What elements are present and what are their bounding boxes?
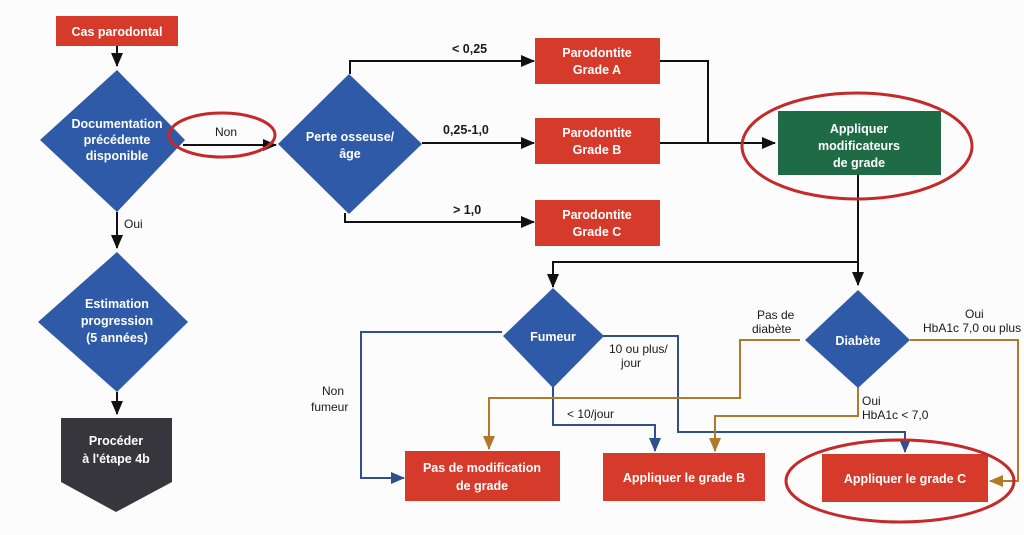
node-modificateurs-line3: de grade — [833, 156, 885, 170]
node-estimation-line3: (5 années) — [86, 331, 148, 345]
edge-diabete-grade-b — [709, 385, 859, 452]
node-grade-a-line2: Grade A — [573, 63, 621, 77]
edge-fumeur-grade-b — [552, 387, 661, 452]
node-modificateurs-line1: Appliquer — [830, 122, 888, 136]
node-grade-b-line1: Parodontite — [562, 126, 631, 140]
node-perte-line1: Perte osseuse/ — [306, 130, 395, 144]
label-pas-diabete-line1: Pas de — [757, 308, 795, 322]
node-documentation-line2: précédente — [84, 133, 151, 147]
label-oui-high-line2: HbA1c 7,0 ou plus — [923, 321, 1021, 335]
node-fumeur: Fumeur — [503, 288, 604, 388]
node-grade-a-line1: Parodontite — [562, 46, 631, 60]
label-oui-low-line2: HbA1c < 7,0 — [862, 408, 929, 422]
node-pas-modif: Pas de modification de grade — [405, 451, 560, 501]
edge-modificateurs-fumeur — [547, 261, 858, 288]
node-proceder-line1: Procéder — [89, 434, 143, 448]
node-estimation: Estimation progression (5 années) — [38, 252, 188, 392]
node-appliquer-b-label: Appliquer le grade B — [623, 471, 745, 485]
edge-diabete-pas-modif — [483, 339, 800, 450]
node-appliquer-c-label: Appliquer le grade C — [844, 472, 966, 486]
label-dix-plus-line2: jour — [620, 356, 641, 370]
node-proceder: Procéder à l'étape 4b — [61, 418, 172, 512]
highlight-ring-appliquer-c — [784, 438, 1016, 524]
node-grade-c-line1: Parodontite — [562, 208, 631, 222]
highlight-rings — [167, 91, 1016, 524]
edge-perte-grade-a — [349, 55, 535, 74]
node-proceder-line2: à l'étape 4b — [82, 452, 150, 466]
node-start: Cas parodontal — [56, 16, 178, 46]
label-non-fumeur-line1: Non — [322, 384, 344, 398]
label-oui-low-line1: Oui — [862, 394, 881, 408]
node-documentation-line1: Documentation — [72, 117, 163, 131]
node-pas-modif-line1: Pas de modification — [423, 461, 541, 475]
label-oui-high-line1: Oui — [965, 307, 984, 321]
label-non: Non — [215, 125, 237, 139]
node-documentation: Documentation précédente disponible — [40, 70, 185, 212]
label-lt-025: < 0,25 — [452, 42, 487, 56]
highlight-ring-non — [167, 111, 277, 159]
label-gt-10: > 1,0 — [453, 203, 481, 217]
node-perte: Perte osseuse/ âge — [278, 74, 422, 214]
node-estimation-line2: progression — [81, 314, 153, 328]
node-start-label: Cas parodontal — [72, 25, 163, 39]
node-appliquer-b: Appliquer le grade B — [603, 453, 765, 501]
node-diabete: Diabète — [805, 290, 910, 388]
node-grade-a: Parodontite Grade A — [535, 38, 660, 84]
label-pas-diabete-line2: diabète — [752, 322, 792, 336]
label-oui: Oui — [124, 217, 143, 231]
edge-perte-grade-c — [344, 213, 535, 228]
label-moins-dix: < 10/jour — [567, 407, 614, 421]
node-modificateurs: Appliquer modificateurs de grade — [778, 111, 941, 175]
label-range: 0,25-1,0 — [443, 123, 489, 137]
highlight-ring-modificateurs — [740, 91, 974, 201]
edge-fumeur-pas-modif — [360, 331, 502, 484]
node-diabete-label: Diabète — [835, 334, 880, 348]
node-appliquer-c: Appliquer le grade C — [822, 454, 988, 502]
node-pas-modif-line2: de grade — [456, 479, 508, 493]
node-estimation-line1: Estimation — [85, 297, 149, 311]
label-non-fumeur-line2: fumeur — [311, 400, 348, 414]
node-perte-line2: âge — [339, 147, 361, 161]
node-grade-c-line2: Grade C — [573, 225, 622, 239]
node-documentation-line3: disponible — [86, 149, 149, 163]
node-grade-b: Parodontite Grade B — [535, 118, 660, 164]
edge-grade-a-modificateurs — [660, 60, 709, 143]
node-grade-c: Parodontite Grade C — [535, 200, 660, 246]
label-dix-plus-line1: 10 ou plus/ — [609, 342, 668, 356]
node-modificateurs-line2: modificateurs — [818, 139, 900, 153]
edge-diabete-grade-c — [910, 339, 1019, 487]
edge-labels: Non Oui < 0,25 0,25-1,0 > 1,0 Non fumeur… — [124, 42, 1021, 422]
node-grade-b-line2: Grade B — [573, 143, 622, 157]
node-fumeur-label: Fumeur — [530, 330, 576, 344]
